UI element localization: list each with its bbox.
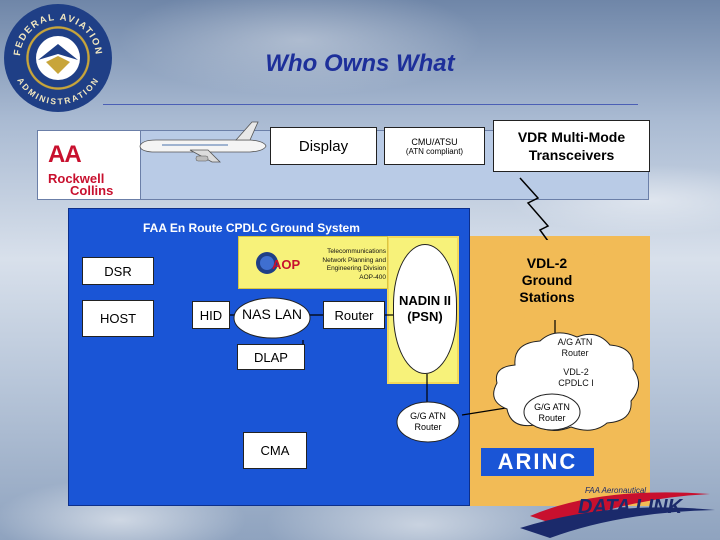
nas-lan-label: NAS LAN xyxy=(242,306,302,322)
airline-logo-box xyxy=(37,130,141,200)
aop-line2: Network Planning and xyxy=(322,256,386,264)
aop-line1: Telecommunications xyxy=(327,248,386,255)
display-box: Display xyxy=(270,127,377,165)
ag-line1: A/G ATN xyxy=(557,337,593,347)
cmu-atsu-box: CMU/ATSU (ATN compliant) xyxy=(384,127,485,165)
aop-logo-text: AOP xyxy=(272,257,301,272)
cpdlc-line2: CPDLC I xyxy=(558,378,594,388)
nas-lan-cloud: NAS LAN xyxy=(233,297,311,339)
host-box: HOST xyxy=(82,300,154,337)
aop-line3: Engineering Division xyxy=(326,265,386,272)
atn-compliant-label: (ATN compliant) xyxy=(405,146,464,156)
gg-router-right-line1: G/G ATN xyxy=(534,402,570,412)
gg-atn-router-left: G/G ATN Router xyxy=(396,401,460,443)
title-divider xyxy=(103,104,638,105)
gg-router-left-line2: Router xyxy=(414,422,441,432)
vdl2-line3: Stations xyxy=(519,288,575,305)
footer-line2: DATA LINK xyxy=(578,496,683,518)
nadin-line1: NADIN II xyxy=(399,293,451,308)
gg-router-right-line2: Router xyxy=(538,413,565,423)
vdl2-line2: Ground xyxy=(521,271,573,288)
footer-line1: FAA Aeronautical xyxy=(585,486,647,495)
nadin-psn-node: NADIN II (PSN) xyxy=(393,244,457,374)
gg-router-left-line1: G/G ATN xyxy=(410,411,446,421)
nadin-line2: (PSN) xyxy=(407,309,443,324)
ag-line2: Router xyxy=(561,348,589,358)
faa-data-link-logo xyxy=(520,492,715,538)
router-box: Router xyxy=(323,301,385,329)
faa-ground-system-title: FAA En Route CPDLC Ground System xyxy=(143,221,360,235)
ag-atn-router-label: A/G ATN Router xyxy=(545,337,605,359)
gg-atn-router-right: G/G ATN Router xyxy=(523,393,581,431)
arinc-logo: ARINC xyxy=(481,448,594,476)
page-title: Who Owns What xyxy=(265,50,455,77)
faa-seal-logo: FEDERAL AVIATION ADMINISTRATION xyxy=(4,4,112,112)
collins-logo-text: Collins xyxy=(70,183,114,198)
vdr-line2: Transceivers xyxy=(528,147,615,163)
vdl2-line1: VDL-2 xyxy=(526,254,568,271)
cma-box: CMA xyxy=(243,432,307,469)
dsr-box: DSR xyxy=(82,257,154,285)
cmu-atsu-label: CMU/ATSU xyxy=(411,136,458,147)
vdl2-cpdlc-label: VDL-2 CPDLC I xyxy=(546,367,606,389)
dlap-box: DLAP xyxy=(237,344,305,370)
airplane-image xyxy=(139,121,267,163)
vdl2-ground-stations: VDL-2 Ground Stations xyxy=(485,240,609,320)
cpdlc-line1: VDL-2 xyxy=(563,367,589,377)
rockwell-logo-text: Rockwell xyxy=(48,171,105,186)
aop-line4: AOP-400 xyxy=(359,273,386,281)
hid-box: HID xyxy=(192,301,230,329)
aop-division-text: Telecommunications Network Planning and … xyxy=(306,248,386,282)
american-airlines-logo: AA xyxy=(48,141,82,168)
aop-logo: AOP xyxy=(256,252,301,274)
vdr-line1: VDR Multi-Mode xyxy=(517,129,626,145)
vdr-transceivers-box: VDR Multi-Mode Transceivers xyxy=(493,120,650,172)
